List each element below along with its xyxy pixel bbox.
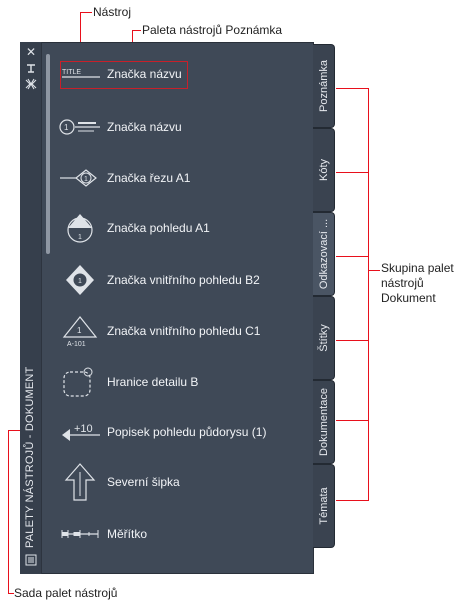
svg-text:TITLE: TITLE <box>62 69 81 76</box>
tab-koty[interactable]: Kóty <box>313 128 335 212</box>
callout-palette-line-h <box>132 30 141 31</box>
detail-boundary-icon <box>58 364 102 400</box>
tab-label: Štítky <box>317 324 330 352</box>
tool-label: Měřítko <box>107 527 148 541</box>
tab-label: Témata <box>317 487 330 525</box>
palette-title-bar[interactable]: ✕ <box>20 42 42 574</box>
section-mark-icon: 1 <box>58 160 102 196</box>
tab-label: Dokumentace <box>317 388 330 456</box>
close-icon[interactable]: ✕ <box>25 45 37 59</box>
tool-label: Značka pohledu A1 <box>107 221 210 235</box>
plan-elevation-label-icon: +10 <box>58 414 102 450</box>
svg-text:A-101: A-101 <box>67 341 86 348</box>
tab-odkazovaci[interactable]: Odkazovací ... <box>313 212 335 296</box>
elevation-mark-icon: 1 <box>58 210 102 246</box>
tool-palette-window <box>20 42 314 574</box>
properties-icon[interactable] <box>25 78 37 90</box>
tool-label: Značka vnitřního pohledu C1 <box>107 324 261 338</box>
north-arrow-icon <box>58 463 102 501</box>
callout-tool: Nástroj <box>93 5 132 19</box>
callout-set-line-v <box>8 430 9 593</box>
callout-group: Skupina palet nástrojů Dokument <box>381 261 454 305</box>
tool-item[interactable]: 1 Značka názvu <box>58 107 308 147</box>
tool-label: Hranice detailu B <box>107 375 199 389</box>
scale-bar-icon <box>58 516 102 552</box>
callout-group-bracket-v <box>368 88 369 501</box>
tab-dokumentace[interactable]: Dokumentace <box>313 380 335 464</box>
tool-selection-highlight <box>60 61 188 89</box>
callout-palette: Paleta nástrojů Poznámka <box>142 23 283 37</box>
svg-text:1: 1 <box>84 176 88 183</box>
callout-group-tick-6 <box>336 500 369 501</box>
svg-text:1: 1 <box>77 326 82 335</box>
callout-group-tick-1 <box>336 88 369 89</box>
tool-label: Značka názvu <box>107 67 182 81</box>
svg-text:1: 1 <box>78 278 82 285</box>
palette-scrollbar[interactable] <box>46 54 50 254</box>
tool-label: Značka řezu A1 <box>107 171 191 185</box>
tool-item[interactable]: TITLE Značka názvu <box>58 54 308 94</box>
tool-item[interactable]: Hranice detailu B <box>58 362 308 402</box>
callout-tool-line-h <box>80 12 92 13</box>
svg-text:1: 1 <box>64 123 69 132</box>
tab-temata[interactable]: Témata <box>313 464 335 548</box>
tool-item[interactable]: 1 Značka řezu A1 <box>58 158 308 198</box>
autohide-icon[interactable] <box>25 62 37 74</box>
tab-label: Poznámka <box>317 60 330 112</box>
tab-label: Odkazovací ... <box>317 218 330 290</box>
title-mark-icon: TITLE <box>58 56 102 92</box>
tool-item[interactable]: Severní šipka <box>58 462 308 502</box>
callout-group-tick-5 <box>336 420 369 421</box>
tool-label: Značka vnitřního pohledu B2 <box>107 273 260 287</box>
callout-group-connector <box>368 270 380 271</box>
callout-set-line-bottom <box>8 593 14 594</box>
callout-group-tick-2 <box>336 172 369 173</box>
tool-label: Severní šipka <box>107 475 180 489</box>
callout-group-tick-4 <box>336 340 369 341</box>
tool-label: Značka názvu <box>107 120 182 134</box>
tool-label: Popisek pohledu půdorysu (1) <box>107 425 267 439</box>
callout-tool-line-v <box>80 12 81 67</box>
tool-item[interactable]: 1 Značka vnitřního pohledu B2 <box>58 260 308 300</box>
palette-properties-icon[interactable] <box>25 553 37 566</box>
tab-poznamka[interactable]: Poznámka <box>313 44 335 128</box>
tab-stitky[interactable]: Štítky <box>313 296 335 380</box>
palette-set-title: PALETY NÁSTROJŮ - DOKUMENT <box>24 366 36 548</box>
tool-item[interactable]: 1 Značka pohledu A1 <box>58 208 308 248</box>
callout-set: Sada palet nástrojů <box>14 586 118 600</box>
tool-item[interactable]: Měřítko <box>58 514 308 554</box>
callout-group-tick-3 <box>336 256 369 257</box>
svg-text:+10: +10 <box>74 423 93 435</box>
svg-text:1: 1 <box>78 234 82 241</box>
title-mark-circle-icon: 1 <box>58 109 102 145</box>
callout-palette-line-v <box>132 30 133 42</box>
interior-elevation-b2-icon: 1 <box>58 262 102 298</box>
tool-item[interactable]: +10 Popisek pohledu půdorysu (1) <box>58 412 308 452</box>
callout-set-line-top <box>8 430 22 431</box>
tab-label: Kóty <box>317 158 330 182</box>
